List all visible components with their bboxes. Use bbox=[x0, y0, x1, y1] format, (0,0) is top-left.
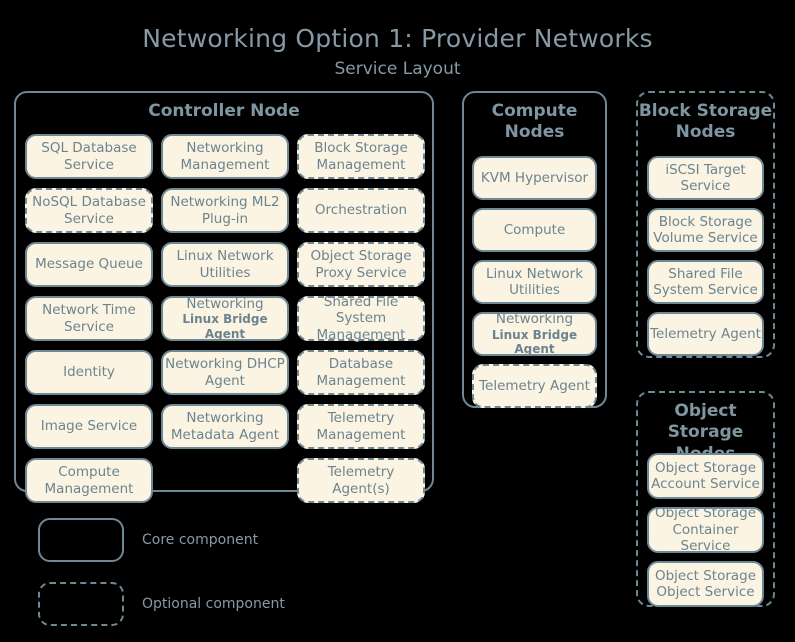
diagram-subtitle: Service Layout bbox=[334, 59, 461, 79]
service-box-label: Object Storage Account Service bbox=[651, 459, 760, 492]
service-box[interactable]: Object Storage Proxy Service bbox=[297, 242, 425, 287]
service-box[interactable]: SQL Database Service bbox=[25, 134, 153, 179]
service-box-label: Telemetry Management bbox=[316, 410, 406, 443]
service-box[interactable]: Object Storage Container Service bbox=[647, 505, 764, 555]
service-box[interactable]: Linux Network Utilities bbox=[472, 260, 597, 304]
service-box-label: Networking ML2 Plug-in bbox=[170, 194, 280, 227]
service-box-label: Linux Network Utilities bbox=[485, 265, 584, 298]
service-box[interactable]: Telemetry Agent bbox=[647, 312, 764, 356]
service-box[interactable]: Message Queue bbox=[25, 242, 153, 287]
service-box[interactable]: Identity bbox=[25, 350, 153, 395]
service-box[interactable]: Image Service bbox=[25, 404, 153, 449]
service-box-label: Image Service bbox=[40, 418, 138, 435]
service-box[interactable]: Telemetry Agent(s) bbox=[297, 458, 425, 503]
service-box-label: Shared File System Management bbox=[316, 293, 406, 343]
diagram-title: Networking Option 1: Provider Networks bbox=[142, 24, 653, 53]
service-box[interactable]: Networking DHCP Agent bbox=[161, 350, 289, 395]
legend-label-optional: Optional component bbox=[142, 596, 285, 612]
service-box-label: Object Storage Proxy Service bbox=[310, 248, 412, 281]
service-box[interactable]: Shared File System Service bbox=[647, 260, 764, 304]
group-compute-nodes-title: Compute Nodes bbox=[491, 101, 578, 143]
service-box-label: Message Queue bbox=[35, 256, 143, 273]
service-box-label: Block Storage Volume Service bbox=[653, 213, 758, 246]
service-box-label: Orchestration bbox=[314, 202, 408, 219]
service-box-label: Compute bbox=[503, 221, 566, 238]
service-box-label: NoSQL Database Service bbox=[32, 194, 146, 227]
service-box[interactable]: Block Storage Volume Service bbox=[647, 208, 764, 252]
service-box-label: Telemetry Agent(s) bbox=[327, 464, 395, 497]
service-box[interactable]: Orchestration bbox=[297, 188, 425, 233]
service-box[interactable]: Compute Management bbox=[25, 458, 153, 503]
service-box-label: Networking DHCP Agent bbox=[165, 356, 285, 389]
service-box-label: Shared File System Service bbox=[653, 265, 758, 298]
service-box-label: Networking bbox=[495, 311, 574, 328]
service-box-label: Network Time Service bbox=[42, 302, 136, 335]
service-box[interactable]: Linux Network Utilities bbox=[161, 242, 289, 287]
service-box[interactable]: Networking Metadata Agent bbox=[161, 404, 289, 449]
service-box[interactable]: iSCSI Target Service bbox=[647, 156, 764, 200]
legend-label-core: Core component bbox=[142, 532, 259, 548]
service-box-label: Networking bbox=[186, 295, 264, 312]
service-box[interactable]: Compute bbox=[472, 208, 597, 252]
service-box-sublabel: Linux Bridge Agent bbox=[491, 327, 578, 357]
service-box[interactable]: Object Storage Account Service bbox=[647, 453, 764, 499]
service-box-label: Compute Management bbox=[44, 464, 134, 497]
group-controller-node: Controller Node bbox=[14, 91, 434, 492]
service-box[interactable]: Object Storage Object Service bbox=[647, 561, 764, 607]
service-box[interactable]: Block Storage Management bbox=[297, 134, 425, 179]
service-box-label: Object Storage Object Service bbox=[654, 567, 757, 600]
legend-row-optional: Optional component bbox=[38, 582, 285, 626]
service-box-label: iSCSI Target Service bbox=[665, 161, 746, 194]
legend-row-core: Core component bbox=[38, 518, 258, 562]
legend-swatch-optional bbox=[38, 582, 124, 626]
service-box-label: KVM Hypervisor bbox=[480, 169, 589, 186]
service-box-label: Block Storage Management bbox=[314, 140, 408, 173]
service-box-label: Networking Management bbox=[180, 140, 270, 173]
service-box-label: Object Storage Container Service bbox=[654, 505, 757, 555]
service-box[interactable]: Telemetry Agent bbox=[472, 364, 597, 408]
service-box[interactable]: Network Time Service bbox=[25, 296, 153, 341]
service-box-label: Networking Metadata Agent bbox=[170, 410, 280, 443]
service-box[interactable]: Networking Management bbox=[161, 134, 289, 179]
service-box-label: Identity bbox=[63, 364, 115, 381]
service-box[interactable]: Networking ML2 Plug-in bbox=[161, 188, 289, 233]
legend-swatch-core bbox=[38, 518, 124, 562]
service-box[interactable]: Database Management bbox=[297, 350, 425, 395]
service-box-sublabel: Linux Bridge Agent bbox=[182, 312, 268, 341]
service-box[interactable]: NoSQL Database Service bbox=[25, 188, 153, 233]
service-box-label: Telemetry Agent bbox=[479, 377, 590, 394]
service-box[interactable]: Shared File System Management bbox=[297, 293, 425, 343]
group-controller-node-title: Controller Node bbox=[148, 101, 300, 121]
service-box-label: SQL Database Service bbox=[41, 140, 137, 173]
group-block-storage-nodes: Block Storage Nodes bbox=[636, 91, 775, 358]
service-box-label: Linux Network Utilities bbox=[176, 248, 274, 281]
service-box-label: Database Management bbox=[316, 356, 406, 389]
service-box[interactable]: KVM Hypervisor bbox=[472, 156, 597, 200]
group-block-storage-nodes-title: Block Storage Nodes bbox=[638, 101, 773, 143]
service-box-label: Telemetry Agent bbox=[650, 325, 761, 342]
service-box[interactable]: Telemetry Management bbox=[297, 404, 425, 449]
